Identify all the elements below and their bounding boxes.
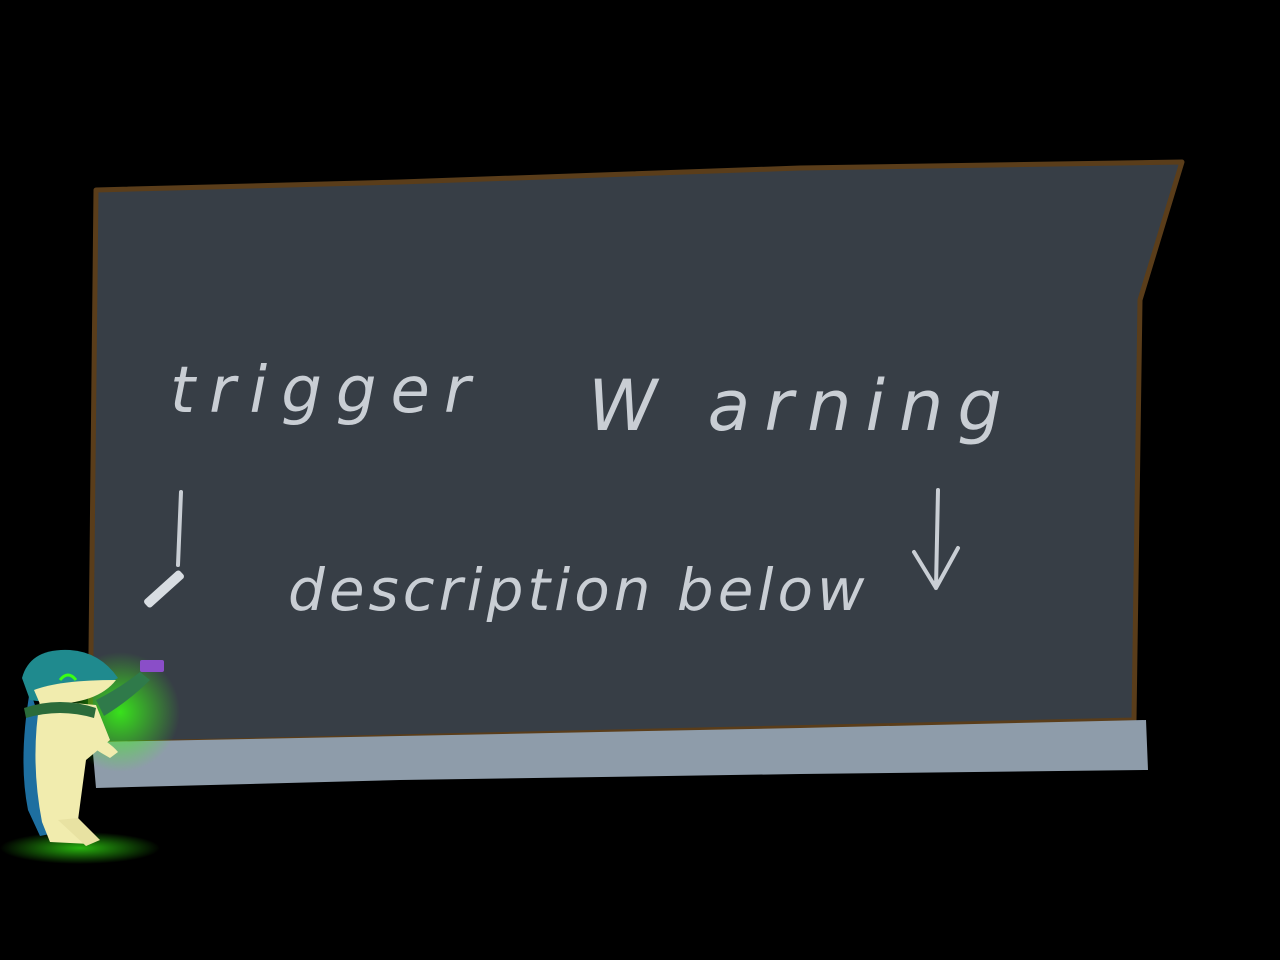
chalkboard-surface xyxy=(87,159,1185,747)
character-raised-arm xyxy=(96,672,150,716)
chalk-writing: trigger W arning description below xyxy=(144,354,1016,624)
character-eye-icon xyxy=(58,673,78,681)
character-face xyxy=(34,680,116,705)
chalkboard xyxy=(87,159,1185,788)
floor-glow xyxy=(0,832,160,864)
character-illustration xyxy=(0,649,180,864)
chalk-word-trigger: trigger xyxy=(170,354,484,428)
purple-chalk-icon xyxy=(140,660,164,672)
character-scarf xyxy=(24,702,96,718)
chalk-stick-icon xyxy=(144,570,184,608)
chalkboard-ledge xyxy=(92,720,1148,788)
right-down-arrow-icon xyxy=(912,488,960,590)
character-arm xyxy=(80,728,118,758)
left-down-arrow-icon xyxy=(176,490,183,567)
chalk-line-description-below: description below xyxy=(288,556,868,624)
character-legs xyxy=(58,818,100,846)
chalk-word-warning: W arning xyxy=(588,365,1016,447)
